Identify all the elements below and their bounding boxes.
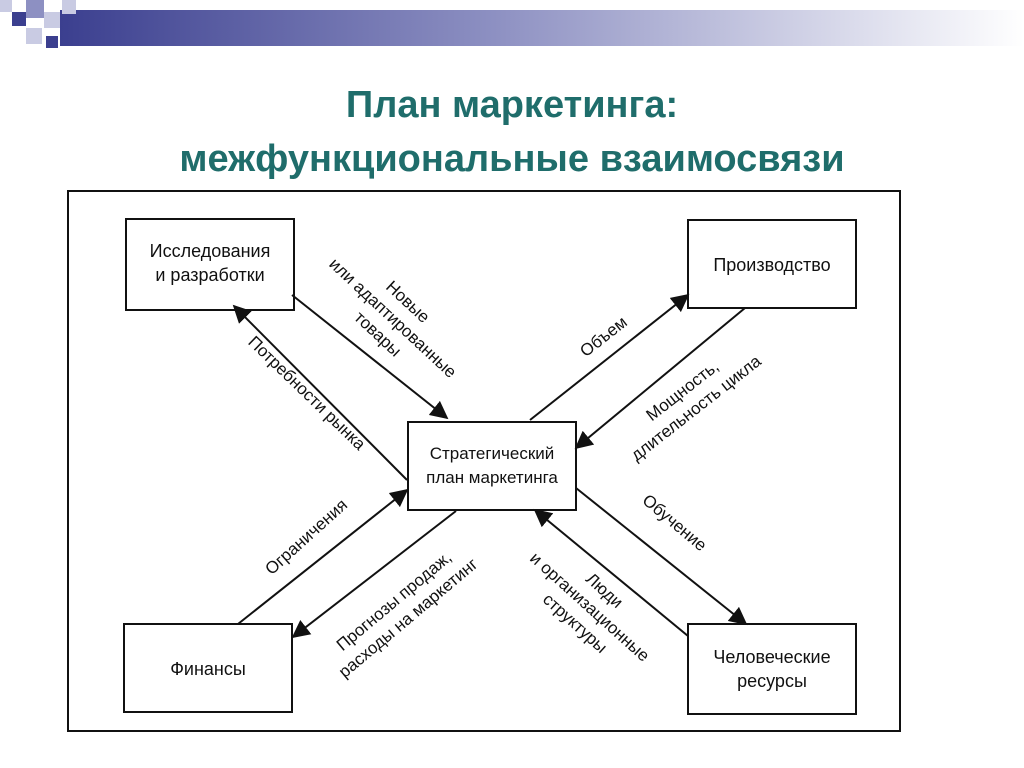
node-center: Стратегический план маркетинга [407, 421, 577, 511]
node-hr-line-2: ресурсы [737, 671, 807, 691]
node-center-line-1: Стратегический [430, 444, 555, 463]
node-hr-line-1: Человеческие [713, 647, 830, 667]
arrow-center-to-production [529, 293, 690, 421]
node-production: Производство [687, 219, 857, 309]
arrow-center-to-finance [291, 510, 457, 639]
arrow-research-to-center [291, 294, 449, 420]
title-line-1: План маркетинга: [345, 84, 679, 126]
arrow-center-to-research [232, 304, 408, 481]
node-research-line-2: и разработки [155, 265, 264, 285]
node-production-label: Производство [713, 255, 830, 275]
page-title: План маркетинга: межфункциональные взаим… [0, 78, 1024, 186]
arrow-center-to-hr [575, 487, 748, 626]
node-hr: Человеческие ресурсы [687, 623, 857, 715]
node-finance-label: Финансы [170, 659, 246, 679]
node-research-line-1: Исследования [150, 241, 271, 261]
arrow-hr-to-center [533, 508, 689, 637]
node-research: Исследования и разработки [125, 218, 295, 311]
arrow-production-to-center [574, 307, 746, 450]
node-finance: Финансы [123, 623, 293, 713]
header-decoration [0, 0, 1024, 48]
node-center-line-2: план маркетинга [426, 468, 558, 487]
arrow-finance-to-center [237, 488, 409, 625]
title-line-2: межфункциональные взаимосвязи [179, 138, 845, 180]
